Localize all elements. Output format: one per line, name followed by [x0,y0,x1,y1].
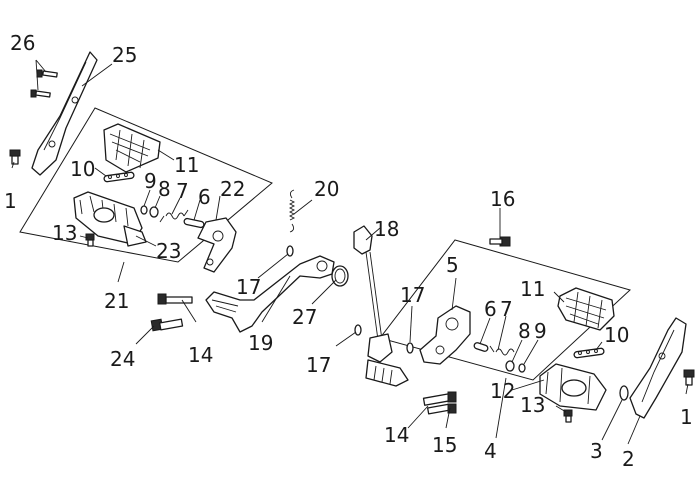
left-bolt-13 [85,233,95,247]
callout-11-right: 11 [520,277,545,301]
callout-13-left: 13 [52,221,77,245]
left-clip-10 [103,171,135,183]
callout-9-right: 9 [534,319,547,343]
left-footpeg-group-frame [19,107,273,263]
callout-2: 2 [622,447,635,471]
callout-21: 21 [104,289,129,313]
pivot-pin-14-right [422,393,452,415]
callout-8-right: 8 [518,319,531,343]
callout-9-left: 9 [144,169,157,193]
pin-15 [447,391,457,414]
callout-10-right: 10 [604,323,629,347]
pivot-pin-14-left [157,293,193,305]
callout-10-left: 10 [70,157,95,181]
bolt-1-left [9,149,21,165]
bolt-26 [30,69,58,98]
left-washer-8 [149,206,159,218]
left-mount-22 [197,217,237,273]
right-bolt-13 [563,409,573,423]
right-clip-10 [573,347,605,359]
bolt-1-right [683,369,695,386]
right-spring-7 [489,345,515,356]
callout-1-left: 1 [4,189,17,213]
callout-14-right: 14 [384,423,409,447]
washer-3 [619,385,629,401]
callout-22: 22 [220,177,245,201]
right-washer-9 [518,363,526,373]
leader-lines [11,59,689,445]
callout-25: 25 [112,43,137,67]
callout-6-left: 6 [198,185,211,209]
right-mount-5 [419,305,471,365]
master-cylinder-18 [353,225,409,387]
left-spring-7 [159,209,189,223]
callout-24: 24 [110,347,135,371]
callout-26: 26 [10,31,35,55]
callout-19: 19 [248,331,273,355]
callout-6-right: 6 [484,297,497,321]
right-footpeg-11 [557,287,615,331]
callout-13-right: 13 [520,393,545,417]
callout-5: 5 [446,253,459,277]
callout-27: 27 [292,305,317,329]
right-pin-6 [473,342,489,352]
washer-17-bottom [354,324,362,336]
right-footpeg-12 [539,363,607,411]
callout-8-left: 8 [158,177,171,201]
callout-1-right: 1 [680,405,693,429]
right-bracket-2 [629,317,687,419]
callout-7-right: 7 [500,297,513,321]
callout-11-left: 11 [174,153,199,177]
callout-16: 16 [490,187,515,211]
callout-15: 15 [432,433,457,457]
return-spring-20 [288,189,296,233]
left-washer-9 [140,205,148,215]
right-footpeg-group-frame [379,239,631,381]
right-washer-8 [505,360,515,372]
brake-pedal-19 [205,255,335,333]
left-footpeg-23 [73,191,147,247]
callout-20: 20 [314,177,339,201]
callout-12: 12 [490,379,515,403]
left-footpeg-11 [103,123,161,173]
washer-17-top [286,245,294,257]
washer-17-right [406,342,414,354]
callout-numbers: 26 25 1 10 11 9 8 7 6 22 13 23 21 20 17 … [4,31,693,471]
callout-7-left: 7 [176,179,189,203]
callout-14-left: 14 [188,343,213,367]
oring-27 [331,265,349,287]
callout-17-bottom: 17 [306,353,331,377]
bolt-24 [150,318,184,332]
callout-17-top: 17 [236,275,261,299]
callout-23: 23 [156,239,181,263]
callout-3: 3 [590,439,603,463]
bolt-16 [489,236,511,247]
callout-18: 18 [374,217,399,241]
callout-17-right: 17 [400,283,425,307]
callout-4: 4 [484,439,497,463]
